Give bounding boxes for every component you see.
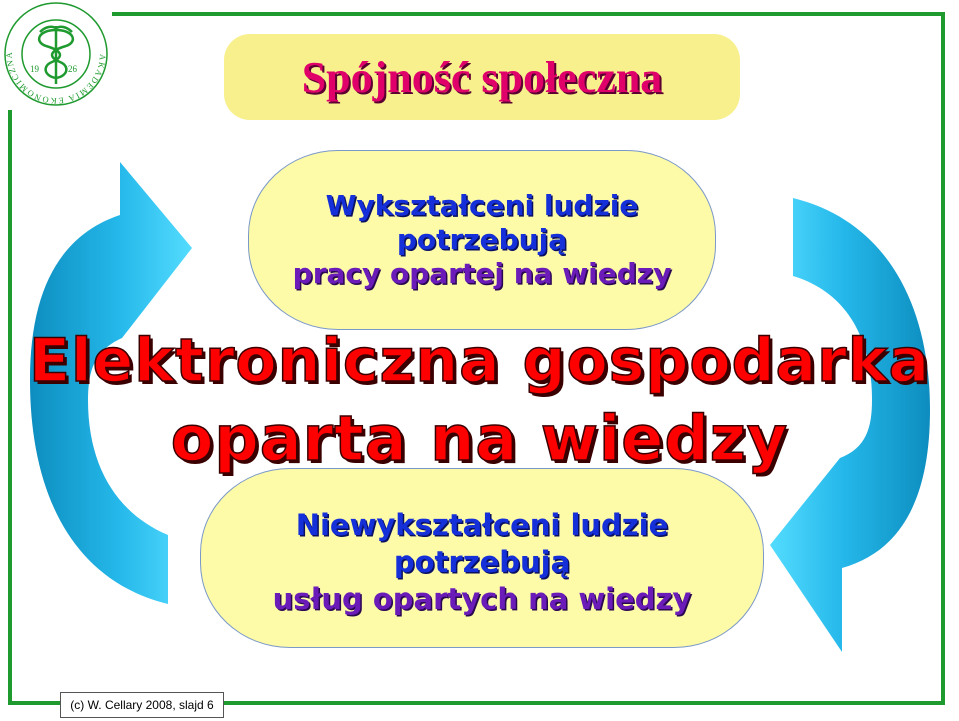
bottom-box-line3: usług opartych na wiedzy — [272, 581, 692, 616]
title-box: Spójność społeczna — [224, 34, 740, 120]
academy-logo-icon: 19 26 AKADEMIA EKONOMICZNA W POZNANIU — [0, 0, 108, 106]
bottom-box-line2: potrzebują — [393, 544, 571, 579]
slide-frame — [8, 12, 945, 705]
center-headline-line2: oparta na wiedzy — [170, 401, 789, 476]
slide-title: Spójność społeczna — [301, 52, 663, 102]
top-box: Wykształceni ludzie potrzebują pracy opa… — [248, 150, 716, 330]
top-box-line1: Wykształceni ludzie — [325, 189, 639, 222]
logo-year-right: 26 — [68, 64, 78, 74]
cycle-arrow-right-icon — [770, 198, 930, 652]
top-box-line2: potrzebują — [396, 223, 568, 256]
footer-credit: (c) W. Cellary 2008, slajd 6 — [60, 692, 224, 718]
top-box-line3: pracy opartej na wiedzy — [292, 257, 672, 290]
center-headline-line1: Elektroniczna gospodarka — [28, 325, 930, 397]
logo-year-left: 19 — [30, 64, 40, 74]
bottom-box-line1: Niewykształceni ludzie — [295, 507, 669, 542]
bottom-box: Niewykształceni ludzie potrzebują usług … — [200, 468, 764, 648]
academy-logo: 19 26 AKADEMIA EKONOMICZNA W POZNANIU — [0, 0, 112, 110]
cycle-arrow-left-icon — [30, 162, 192, 604]
